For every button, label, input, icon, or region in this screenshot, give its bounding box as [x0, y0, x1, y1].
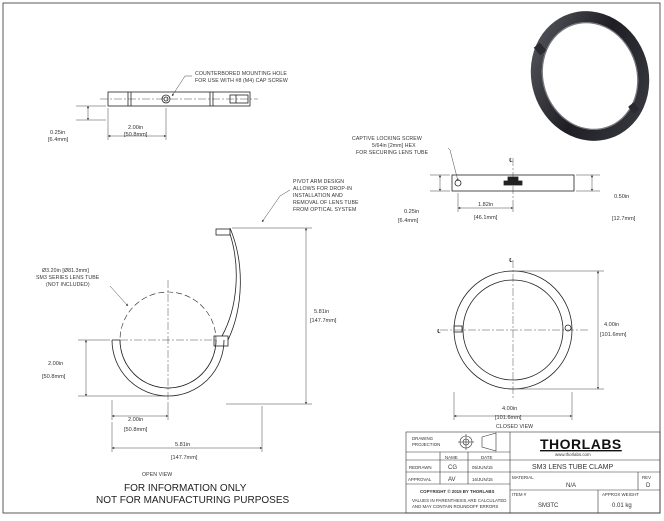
open-view-dims [78, 227, 312, 452]
top-dim-200-mm: [50.8mm] [124, 132, 148, 138]
lens-tube-note-line-2: SM3 SERIES LENS TUBE [36, 275, 100, 281]
side-view-dims [430, 174, 600, 212]
row-redrawn-role: REDRAWN [409, 465, 432, 470]
captive-note-line-2: 5/64in [2mm] HEX [372, 143, 416, 149]
lens-tube-note-line-1: Ø3.20in [Ø81.3mm] [42, 268, 89, 274]
title-block [405, 431, 661, 514]
values-note-line-1: VALUES IN PARENTHESIS ARE CALCULATED [412, 498, 506, 503]
open-dim-581-h-in: 5.81in [175, 442, 190, 448]
closed-dim-400-v-mm: [101.6mm] [600, 332, 627, 338]
isometric-render-image [530, 11, 650, 141]
drawing-projection-line-1: DRAWING [412, 436, 434, 441]
material-value: N/A [566, 483, 576, 489]
top-view-dims [76, 105, 167, 140]
weight-value: 0.01 kg [612, 503, 632, 509]
pivot-note-line-3: INSTALLATION AND [293, 193, 343, 199]
copyright-note: COPYRIGHT © 2015 BY THORLABS [420, 489, 494, 494]
rev-value: D [646, 483, 651, 489]
side-dim-182-in: 1.82in [478, 202, 493, 208]
top-view [100, 75, 258, 107]
notice-line-2: NOT FOR MANUFACTURING PURPOSES [96, 495, 289, 506]
side-dim-050-in: 0.50in [614, 194, 629, 200]
row-approval-name: AV [448, 477, 456, 483]
pivot-note-line-1: PIVOT ARM DESIGN [293, 179, 344, 185]
drawing-projection-line-2: PROJECTION [412, 442, 440, 447]
item-value: SM3TC [538, 503, 559, 509]
open-dim-200-v-mm: [50.8mm] [42, 374, 66, 380]
projection-symbol-icon [458, 432, 497, 452]
top-dim-025-mm: [6.4mm] [48, 137, 69, 143]
open-dim-200-v-in: 2.00in [48, 361, 63, 367]
lens-tube-note-line-3: (NOT INCLUDED) [46, 282, 90, 288]
closed-view-label: CLOSED VIEW [496, 424, 533, 430]
open-view [109, 189, 291, 404]
closed-dim-400-h-in: 4.00in [502, 406, 517, 412]
closed-view [440, 260, 590, 400]
pivot-note-line-2: ALLOWS FOR DROP-IN [293, 186, 352, 192]
side-dim-182-mm: [46.1mm] [474, 215, 498, 221]
closed-view-dims [453, 270, 604, 420]
top-dim-200-in: 2.00in [128, 125, 143, 131]
open-dim-200-h-in: 2.00in [128, 417, 143, 423]
open-dim-581-h-mm: [147.7mm] [171, 455, 198, 461]
side-view [447, 147, 575, 200]
open-view-label: OPEN VIEW [142, 472, 172, 478]
website: www.thorlabs.com [555, 452, 591, 457]
open-dim-581-v-in: 5.81in [314, 309, 329, 315]
row-approval-role: APPROVAL [408, 477, 432, 482]
closed-dim-400-v-in: 4.00in [604, 322, 619, 328]
captive-note-line-1: CAPTIVE LOCKING SCREW [352, 136, 422, 142]
thorlabs-logo: THORLABS [540, 436, 622, 452]
row-redrawn-name: CG [448, 465, 457, 471]
values-note-line-2: AND MAY CONTAIN ROUNDOFF ERRORS [412, 504, 498, 509]
pivot-note-line-4: REMOVAL OF LENS TUBE [293, 200, 359, 206]
weight-label: APPROX WEIGHT [602, 492, 639, 497]
notice-line-1: FOR INFORMATION ONLY [124, 483, 247, 494]
closed-dim-400-h-mm: [101.6mm] [495, 415, 522, 421]
open-dim-581-v-mm: [147.7mm] [310, 318, 337, 324]
counterbored-note-line-2: FOR USE WITH #8 (M4) CAP SCREW [195, 78, 288, 84]
col-date-header: DATE [481, 455, 492, 460]
side-dim-050-mm: [12.7mm] [612, 216, 636, 222]
side-dim-025-mm: [6.4mm] [398, 218, 419, 224]
rev-label: REV [642, 475, 651, 480]
material-label: MATERIAL [512, 475, 534, 480]
item-label: ITEM # [512, 492, 527, 497]
sheet-border [2, 2, 661, 514]
pivot-note-line-5: FROM OPTICAL SYSTEM [293, 207, 356, 213]
open-dim-200-h-mm: [50.8mm] [124, 427, 148, 433]
captive-note-line-3: FOR SECURING LENS TUBE [356, 150, 429, 156]
side-centerline: ℄ [508, 158, 513, 164]
part-title: SM3 LENS TUBE CLAMP [532, 464, 614, 471]
closed-centerline-top: ℄ [508, 258, 513, 264]
counterbored-note-line-1: COUNTERBORED MOUNTING HOLE [195, 71, 287, 77]
side-dim-025-in: 0.25in [404, 209, 419, 215]
closed-centerline-left: ℄ [436, 329, 441, 335]
row-approval-date: 16/JUN/15 [472, 477, 493, 482]
row-redrawn-date: 05/JUN/15 [472, 465, 493, 470]
col-name-header: NAME [445, 455, 458, 460]
top-dim-025-in: 0.25in [50, 130, 65, 136]
